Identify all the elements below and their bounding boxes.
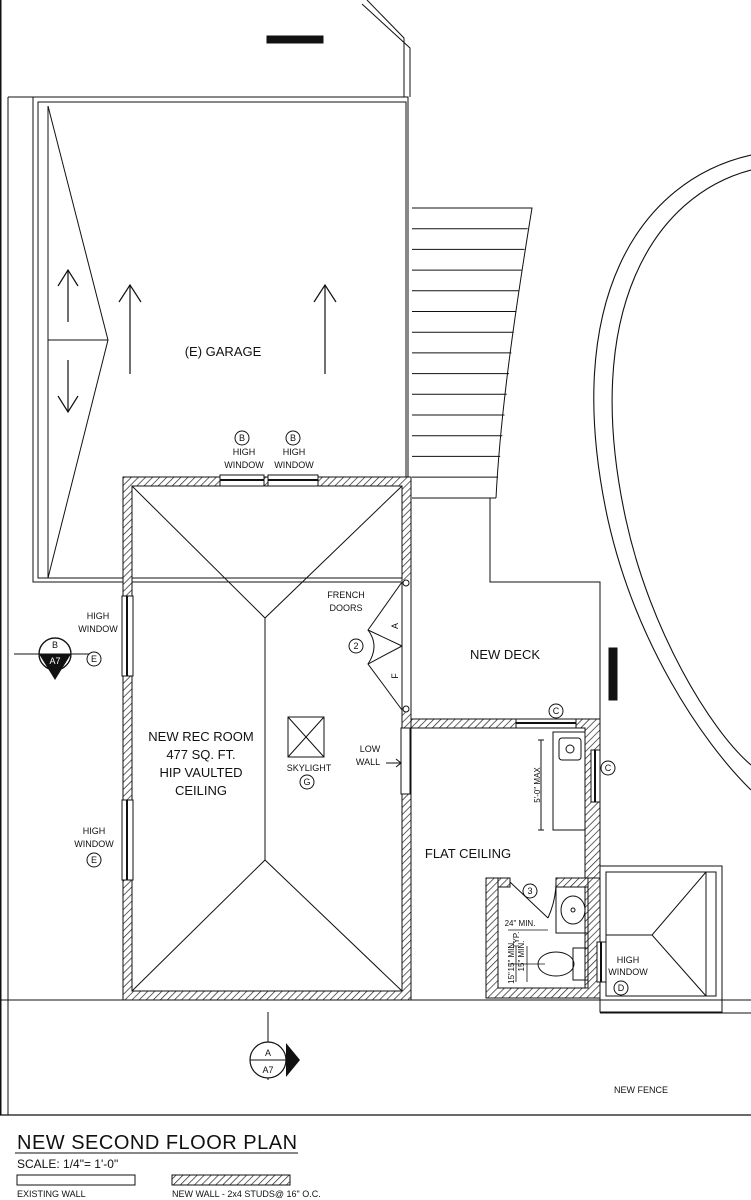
existing-structure-right — [599, 865, 723, 1013]
french-doors-label: DOORS — [329, 603, 362, 613]
drawing-title: NEW SECOND FLOOR PLAN — [17, 1132, 298, 1154]
section-letter: B — [52, 640, 58, 650]
low-wall — [386, 727, 411, 795]
flat-ceiling-label: FLAT CEILING — [425, 846, 511, 861]
new-deck — [412, 497, 618, 720]
window-tag-b: B — [239, 433, 245, 443]
stair — [412, 207, 533, 499]
high-window-label: HIGH — [233, 447, 256, 457]
rec-room-openings — [121, 474, 413, 881]
section-sheet: A7 — [49, 656, 60, 666]
door-mark-a: A — [390, 623, 400, 629]
window-tag-d: D — [618, 983, 625, 993]
door-tag-3: 3 — [527, 886, 532, 896]
window-tag-c: C — [553, 706, 560, 716]
rec-room-ceiling: HIP VAULTED — [159, 765, 242, 780]
door-mark-f: F — [390, 673, 400, 679]
high-window-label: HIGH — [83, 826, 106, 836]
slope-up-arrow — [57, 268, 79, 322]
high-window-label: WINDOW — [224, 460, 264, 470]
french-doors — [367, 579, 410, 713]
french-doors-label: FRENCH — [327, 590, 365, 600]
clearance-label: 24" MIN. — [505, 919, 536, 928]
high-window-label: HIGH — [283, 447, 306, 457]
legend-existing-wall: EXISTING WALL — [17, 1189, 86, 1199]
existing-garage — [32, 96, 409, 583]
window-tag-b: B — [290, 433, 296, 443]
fence-label: NEW FENCE — [614, 1085, 668, 1095]
skylight-tag-g: G — [303, 777, 310, 787]
section-letter: A — [265, 1048, 271, 1058]
high-window-label: WINDOW — [608, 967, 648, 977]
skylight — [287, 716, 325, 758]
drawing-scale: SCALE: 1/4"= 1'-0" — [17, 1157, 118, 1171]
high-window-label: WINDOW — [78, 624, 118, 634]
existing-building-edge — [266, 0, 411, 97]
toilet — [537, 947, 589, 981]
max-dimension: 5'-0" MAX — [533, 767, 542, 803]
clearance-label: 15" — [507, 972, 516, 984]
rec-room-label: NEW REC ROOM — [148, 729, 253, 744]
window-tag-c: C — [605, 763, 612, 773]
high-window-label: WINDOW — [274, 460, 314, 470]
low-wall-label: WALL — [356, 757, 380, 767]
high-window-label: HIGH — [87, 611, 110, 621]
window-tag-e: E — [91, 654, 97, 664]
tag-circles — [86, 430, 629, 996]
high-window-label: HIGH — [617, 955, 640, 965]
legend: EXISTING WALL NEW WALL - 2x4 STUDS@ 16" … — [16, 1174, 321, 1199]
clearance-label: 15" MIN. — [507, 941, 516, 972]
bathroom-door — [509, 881, 557, 919]
garage-label: (E) GARAGE — [185, 344, 262, 359]
skylight-label: SKYLIGHT — [287, 763, 332, 773]
slope-up-arrow — [118, 283, 142, 374]
curved-path — [593, 154, 751, 791]
window-tag-e: E — [91, 855, 97, 865]
lavatory — [555, 886, 589, 934]
section-sheet: A7 — [262, 1065, 273, 1075]
section-marker-b — [14, 637, 98, 680]
deck-label: NEW DECK — [470, 647, 540, 662]
clearance-dimensions — [508, 929, 548, 982]
section-marker-a — [249, 1012, 300, 1080]
counter — [538, 731, 586, 831]
rec-room-area: 477 SQ. FT. — [166, 747, 235, 762]
clearance-label: TYP. — [512, 932, 521, 949]
clearance-label: 15" MIN. — [517, 941, 526, 972]
slope-up-arrow — [313, 283, 337, 374]
slope-down-arrow — [57, 360, 79, 414]
low-wall-label: LOW — [360, 744, 381, 754]
site-lines — [0, 0, 751, 1116]
legend-new-wall: NEW WALL - 2x4 STUDS@ 16" O.C. — [172, 1189, 321, 1199]
door-tag-2: 2 — [353, 641, 358, 651]
high-window-label: WINDOW — [74, 839, 114, 849]
high-window-right — [596, 941, 607, 983]
hip-roof-lines — [131, 485, 403, 992]
rec-room-ceiling: CEILING — [175, 783, 227, 798]
